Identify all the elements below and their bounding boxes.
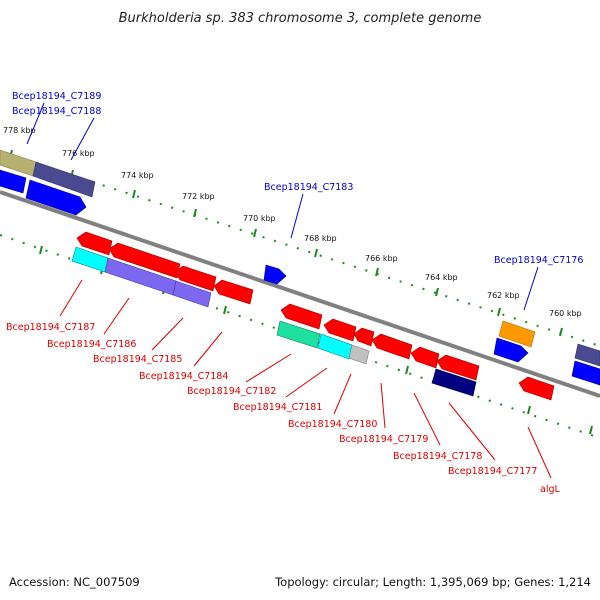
gene-block[interactable] — [172, 280, 212, 308]
scale-label: 766 kbp — [365, 254, 398, 263]
gene-block[interactable] — [0, 169, 27, 194]
reverse-strand-genes — [71, 231, 555, 401]
gene-block[interactable] — [353, 327, 375, 347]
top-label-leaders — [26, 102, 539, 311]
genome-summary-text: Topology: circular; Length: 1,395,069 bp… — [274, 575, 591, 589]
major-ticks-outer — [9, 149, 563, 337]
gene-block[interactable] — [518, 376, 555, 401]
gene-block[interactable] — [348, 344, 370, 365]
gene-label[interactable]: Bcep18194_C7183 — [264, 182, 353, 193]
gene-block[interactable] — [263, 264, 287, 285]
gene-label[interactable]: Bcep18194_C7178 — [393, 451, 482, 462]
scale-label: 768 kbp — [304, 234, 337, 243]
gene-block[interactable] — [493, 337, 529, 363]
gene-block[interactable] — [323, 318, 357, 342]
gene-block[interactable] — [32, 161, 96, 198]
gene-block[interactable] — [571, 360, 600, 386]
scale-label: 762 kbp — [487, 291, 520, 300]
gene-block[interactable] — [76, 231, 113, 256]
gene-block[interactable] — [436, 354, 480, 381]
gene-label[interactable]: Bcep18194_C7184 — [139, 371, 228, 382]
gene-label[interactable]: algL — [540, 484, 560, 495]
gene-label[interactable]: Bcep18194_C7181 — [233, 402, 322, 413]
bottom-label-leaders — [59, 279, 552, 479]
scale-label: 772 kbp — [182, 192, 215, 201]
gene-label[interactable]: Bcep18194_C7176 — [494, 255, 583, 266]
gene-label[interactable]: Bcep18194_C7188 — [12, 106, 101, 117]
scale-labels: 778 kbp 776 kbp 774 kbp 772 kbp 770 kbp … — [3, 126, 582, 318]
gene-label[interactable]: Bcep18194_C7182 — [187, 386, 276, 397]
gene-block[interactable] — [317, 333, 353, 360]
forward-strand-genes — [0, 149, 600, 386]
gene-block[interactable] — [213, 279, 254, 305]
gene-label[interactable]: Bcep18194_C7180 — [288, 419, 377, 430]
gene-block[interactable] — [280, 303, 323, 330]
gene-block[interactable] — [574, 343, 600, 367]
gene-label[interactable]: Bcep18194_C7186 — [47, 339, 136, 350]
scale-label: 764 kbp — [425, 273, 458, 282]
gene-label[interactable]: Bcep18194_C7177 — [448, 466, 537, 477]
top-gene-labels: Bcep18194_C7189 Bcep18194_C7188 Bcep1819… — [12, 91, 583, 266]
accession-text: Accession: NC_007509 — [9, 575, 140, 589]
gene-block[interactable] — [431, 368, 477, 397]
gene-label[interactable]: Bcep18194_C7189 — [12, 91, 101, 102]
gene-label[interactable]: Bcep18194_C7185 — [93, 354, 182, 365]
gene-block[interactable] — [371, 333, 413, 360]
gene-label[interactable]: Bcep18194_C7187 — [6, 322, 95, 333]
scale-label: 778 kbp — [3, 126, 36, 135]
chromosome-backbone — [0, 190, 600, 398]
map-title: Burkholderia sp. 383 chromosome 3, compl… — [119, 11, 482, 26]
scale-label: 760 kbp — [549, 309, 582, 318]
gene-block[interactable] — [498, 320, 536, 348]
scale-label: 774 kbp — [121, 171, 154, 180]
scale-label: 770 kbp — [243, 214, 276, 223]
bottom-gene-labels: Bcep18194_C7187 Bcep18194_C7186 Bcep1819… — [6, 322, 560, 495]
scale-label: 776 kbp — [62, 149, 95, 158]
gene-block[interactable] — [108, 242, 181, 279]
gene-block[interactable] — [25, 179, 87, 216]
gene-label[interactable]: Bcep18194_C7179 — [339, 434, 428, 445]
gene-block[interactable] — [276, 320, 321, 349]
gene-block[interactable] — [174, 265, 217, 292]
gene-block[interactable] — [410, 346, 440, 369]
